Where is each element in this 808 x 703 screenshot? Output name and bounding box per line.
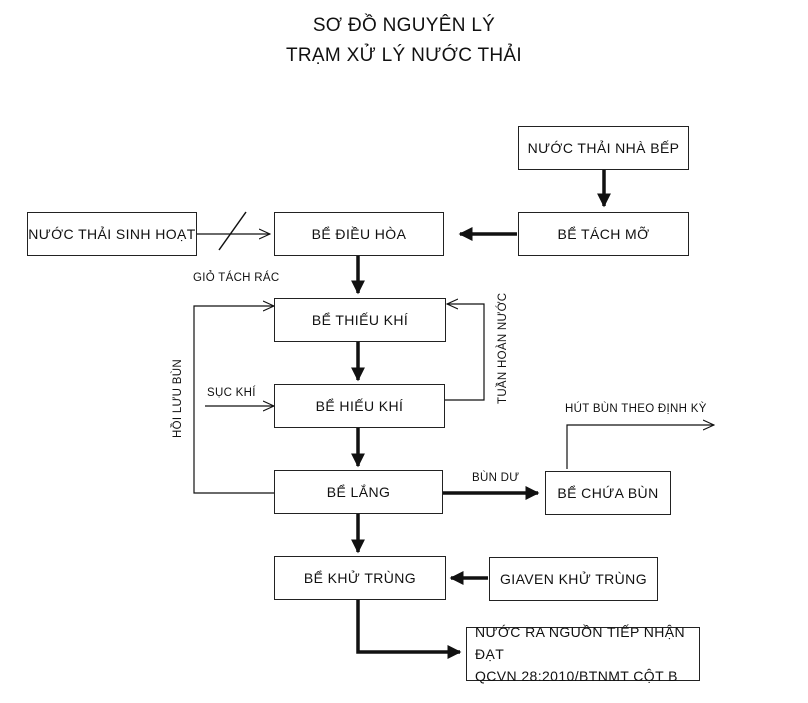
node-label: BỂ ĐIỀU HÒA — [311, 226, 407, 242]
node-label: GIAVEN KHỬ TRÙNG — [500, 571, 647, 587]
diagram-title-line-2: TRẠM XỬ LÝ NƯỚC THẢI — [286, 45, 522, 66]
arrow-hoi-luu-bun — [193, 306, 275, 494]
node-be-tach-mo: BỂ TÁCH MỠ — [518, 212, 689, 256]
node-label: BỂ HIẾU KHÍ — [315, 398, 404, 414]
label-gio-tach-rac: GIỎ TÁCH RÁC — [193, 272, 280, 284]
node-label: BỂ KHỬ TRÙNG — [303, 570, 417, 586]
node-giaven-khu-trung: GIAVEN KHỬ TRÙNG — [489, 557, 658, 601]
node-label: BỂ THIẾU KHÍ — [311, 312, 409, 328]
node-nuoc-thai-sinh-hoat: NƯỚC THẢI SINH HOẠT — [27, 212, 197, 256]
label-tuan-hoan-nuoc: TUẦN HOÀN NƯỚC — [497, 292, 509, 404]
diagram-title-line-1: SƠ ĐỒ NGUYÊN LÝ — [312, 15, 496, 36]
node-be-hieu-khi: BỂ HIẾU KHÍ — [274, 384, 445, 428]
node-label: BỂ TÁCH MỠ — [557, 226, 650, 242]
arrow-tuan-hoan-nuoc — [445, 304, 485, 401]
screen-basket-mark — [218, 211, 247, 251]
node-be-lang: BỂ LẮNG — [274, 470, 443, 514]
label-hut-bun: HÚT BÙN THEO ĐỊNH KỲ — [565, 403, 707, 415]
node-be-dieu-hoa: BỂ ĐIỀU HÒA — [274, 212, 444, 256]
node-nuoc-thai-nha-bep: NƯỚC THẢI NHÀ BẾP — [518, 126, 689, 170]
label-suc-khi: SỤC KHÍ — [207, 387, 256, 399]
arrow-khu-trung-to-nuoc-ra — [356, 600, 462, 659]
node-be-thieu-khi: BỂ THIẾU KHÍ — [274, 298, 446, 342]
node-nuoc-ra: NƯỚC RA NGUỒN TIẾP NHẬN ĐẠT QCVN 28:2010… — [466, 624, 700, 684]
node-be-chua-bun: BỂ CHỨA BÙN — [545, 471, 671, 515]
node-label: NƯỚC THẢI NHÀ BẾP — [527, 140, 680, 156]
arrow-hut-bun — [566, 425, 714, 469]
node-label: BỂ LẮNG — [326, 484, 391, 500]
node-label: BỂ CHỨA BÙN — [557, 485, 659, 501]
label-bun-du: BÙN DƯ — [472, 472, 520, 484]
node-label-line-1: NƯỚC RA NGUỒN TIẾP NHẬN ĐẠT — [475, 624, 686, 662]
label-hoi-luu-bun: HỒI LƯU BÙN — [172, 359, 184, 438]
node-label: NƯỚC THẢI SINH HOẠT — [28, 226, 196, 242]
node-be-khu-trung: BỂ KHỬ TRÙNG — [274, 556, 446, 600]
node-label-line-2: QCVN 28:2010/BTNMT CỘT B — [475, 668, 678, 684]
